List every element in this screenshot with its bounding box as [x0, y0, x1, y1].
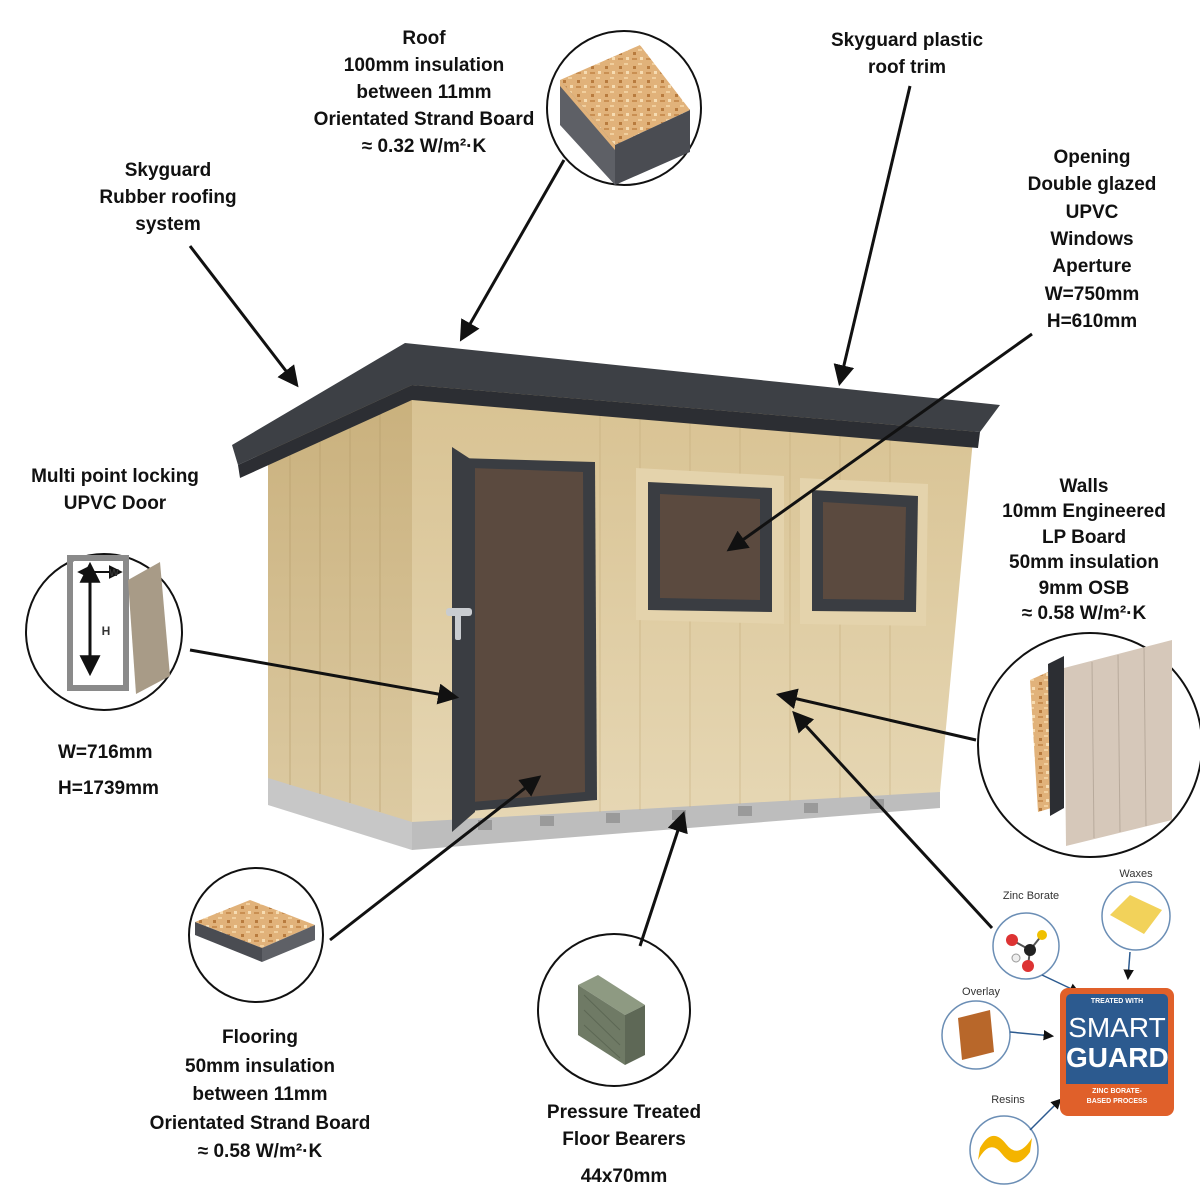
zinc-borate-label: Zinc Borate	[1002, 890, 1060, 902]
overlay-label: Overlay	[962, 986, 1000, 998]
door-height-label: H=1739mm	[58, 778, 159, 799]
shed-building	[232, 343, 1000, 850]
door-leaf	[452, 447, 475, 832]
roof	[232, 343, 1000, 465]
roof-panel-callout	[546, 30, 702, 186]
resin-icon	[978, 1135, 1032, 1163]
window-2-glass	[823, 502, 906, 600]
side-wall	[238, 385, 412, 822]
roof-fascia	[412, 385, 980, 448]
resins-label: Resins	[991, 1094, 1025, 1106]
side-wall-boards	[289, 412, 381, 812]
overlay-sheet-icon	[958, 1010, 994, 1060]
flooring-label: Flooring 50mm insulation between 11mm Or…	[149, 1027, 371, 1162]
walls-label: Walls 10mm Engineered LP Board 50mm insu…	[1002, 476, 1166, 625]
smartguard-brand-bottom: GUARD	[1066, 1042, 1169, 1073]
smartguard-diagram	[941, 881, 1174, 1185]
roof-label: Roof 100mm insulation between 11mm Orien…	[313, 28, 535, 157]
rubber-roofing-label: Skyguard Rubber roofing system	[99, 160, 237, 235]
door-opening	[472, 468, 585, 802]
windows-label: Opening Double glazed UPVC Windows Apert…	[1027, 147, 1157, 333]
wall-layers-callout	[977, 632, 1200, 858]
floor-bearer-callout	[537, 933, 691, 1087]
door-h-mark: H	[101, 624, 111, 638]
flooring-callout	[188, 867, 324, 1003]
zinc-borate-molecule-icon	[1006, 930, 1047, 972]
callout-arrows	[188, 85, 1033, 947]
process-line-1: ZINC BORATE-	[1092, 1088, 1142, 1095]
window-1-glass	[660, 494, 760, 600]
door-width-label: W=716mm	[58, 742, 153, 763]
door-w-mark: W	[109, 568, 119, 579]
door-dimension-callout	[25, 553, 183, 711]
wax-block-icon	[1110, 895, 1162, 934]
roof-side-fascia	[238, 385, 412, 478]
roof-trim-label: Skyguard plastic roof trim	[830, 30, 984, 78]
treated-with-text: TREATED WITH	[1090, 998, 1144, 1005]
smartguard-brand-top: SMART	[1068, 1012, 1166, 1043]
bearers-size-label: 44x70mm	[580, 1166, 668, 1187]
door-label: Multi point locking UPVC Door	[31, 466, 199, 514]
shed-base-side	[268, 775, 412, 850]
process-line-2: BASED PROCESS	[1086, 1098, 1148, 1105]
bearers-label: Pressure Treated Floor Bearers	[546, 1102, 702, 1150]
waxes-label: Waxes	[1119, 868, 1153, 880]
